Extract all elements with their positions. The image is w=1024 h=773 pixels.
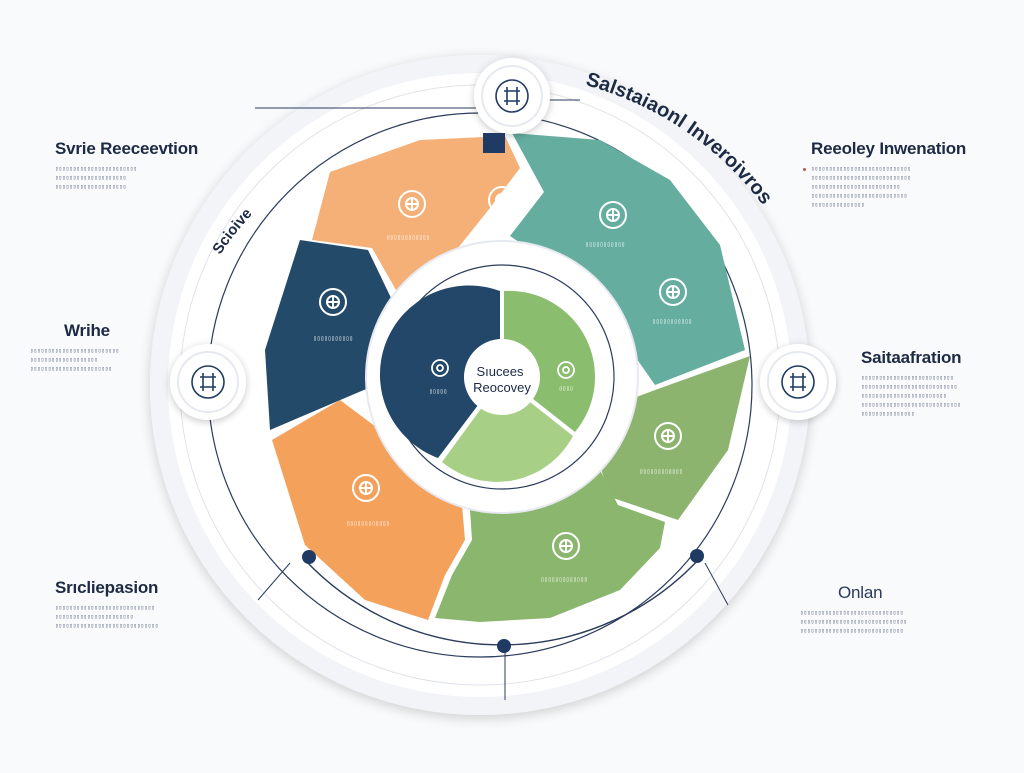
side-title: Onlan (838, 583, 883, 602)
segment-caption: ▯▯▯▯▯▯▯▯▯▯▯▯▯ (541, 576, 588, 583)
side-text: ▯▯▯▯▯▯▯▯▯▯▯▯▯▯▯▯▯▯▯▯▯▯▯▯▯▯ ▯▯▯▯▯▯▯▯▯▯▯▯▯… (861, 374, 961, 419)
side-text: ▯▯▯▯▯▯▯▯▯▯▯▯▯▯▯▯▯▯▯▯▯▯▯▯▯ ▯▯▯▯▯▯▯▯▯▯▯▯▯▯… (30, 347, 119, 374)
inner-caption: ▯▯▯▯▯ (429, 388, 447, 395)
inner-caption: ▯▯▯▯ (559, 385, 573, 392)
segment-caption: ▯▯▯▯▯▯▯▯▯▯▯▯ (386, 234, 429, 241)
node-right[interactable] (760, 344, 836, 420)
gear-icon (488, 186, 516, 214)
side-text-line: ▯▯▯▯▯▯▯▯▯▯▯▯▯▯▯▯▯▯▯▯▯▯▯▯▯▯▯▯▯ (800, 628, 904, 634)
ring-dots (302, 549, 704, 653)
side-title: Srıcliepasion (55, 578, 159, 597)
gear-icon (319, 288, 347, 316)
side-title: Reeoley Inwenation (811, 139, 967, 158)
side-text-line: ▯▯▯▯▯▯▯▯▯▯▯▯▯▯▯▯▯▯▯▯▯▯▯▯▯▯▯ (811, 193, 908, 199)
center-label-line-2: Reocovey (473, 380, 531, 395)
inner-ring (365, 240, 639, 514)
side-title: Saitaafration (861, 348, 962, 367)
side-block-bottom-left: Srıcliepasion ▯▯▯▯▯▯▯▯▯▯▯▯▯▯▯▯▯▯▯▯▯▯▯▯▯▯… (55, 578, 158, 631)
side-text-line: ▯▯▯▯▯▯▯▯▯▯▯▯▯▯▯▯▯▯▯▯▯▯ (55, 614, 134, 620)
side-block-mid-left: Wrihe ▯▯▯▯▯▯▯▯▯▯▯▯▯▯▯▯▯▯▯▯▯▯▯▯▯ ▯▯▯▯▯▯▯▯… (30, 321, 119, 374)
side-text: ▯▯▯▯▯▯▯▯▯▯▯▯▯▯▯▯▯▯▯▯▯▯▯▯▯▯▯▯ ▯▯▯▯▯▯▯▯▯▯▯… (802, 165, 966, 210)
gear-icon (398, 190, 426, 218)
segment-bottom-left-orange[interactable] (272, 400, 465, 620)
side-block-top-left: Svrie Reeceevtion ▯▯▯▯▯▯▯▯▯▯▯▯▯▯▯▯▯▯▯▯▯▯… (55, 139, 198, 192)
side-text-line: ▯▯▯▯▯▯▯▯▯▯▯▯▯▯▯▯▯▯▯▯▯▯▯ (30, 366, 113, 372)
segment-captions: ▯▯▯▯▯▯▯▯▯▯▯▯ ▯▯▯▯▯▯▯▯▯▯▯ ▯▯▯▯▯▯▯▯▯▯▯ ▯▯▯… (313, 234, 692, 583)
side-text-line: ▯▯▯▯▯▯▯▯▯▯▯▯▯▯▯ (861, 411, 915, 417)
side-text: ▯▯▯▯▯▯▯▯▯▯▯▯▯▯▯▯▯▯▯▯▯▯▯▯▯▯▯▯▯ ▯▯▯▯▯▯▯▯▯▯… (800, 609, 907, 636)
node-top[interactable] (474, 58, 550, 134)
node-left[interactable] (170, 344, 246, 420)
side-title: Svrie Reeceevtion (55, 139, 199, 158)
side-text-line: ▯▯▯▯▯▯▯▯▯▯▯▯▯▯▯▯▯▯▯▯▯▯▯▯▯▯▯▯▯ (55, 623, 159, 629)
gear-icon (557, 361, 575, 379)
ring-dot (690, 549, 704, 563)
segment-caption: ▯▯▯▯▯▯▯▯▯▯▯▯ (346, 520, 389, 527)
center-label: Sıucees Reocovey (473, 364, 531, 395)
segment-caption: ▯▯▯▯▯▯▯▯▯▯▯ (313, 335, 353, 342)
side-text-line: ▯▯▯▯▯▯▯▯▯▯▯▯▯▯▯▯▯▯▯▯▯▯▯▯▯▯▯▯▯▯ (800, 619, 908, 625)
side-text-line: ▯▯▯▯▯▯▯▯▯▯▯▯▯▯▯▯▯▯▯▯▯▯▯▯▯▯▯▯ (55, 605, 155, 611)
side-block-mid-right: Saitaafration ▯▯▯▯▯▯▯▯▯▯▯▯▯▯▯▯▯▯▯▯▯▯▯▯▯▯… (861, 348, 962, 419)
gear-icon (654, 422, 682, 450)
side-title: Wrihe (64, 321, 110, 340)
side-text-line: ▯▯▯▯▯▯▯▯▯▯▯▯▯▯▯▯▯▯▯▯▯▯▯▯ (861, 393, 947, 399)
side-text-line: ▯▯▯▯▯▯▯▯▯▯▯▯▯▯▯▯▯▯▯▯▯▯▯ (55, 166, 138, 172)
side-text-line: ▯▯▯▯▯▯▯▯▯▯▯▯▯▯▯▯▯▯▯▯ (55, 175, 127, 181)
side-text-line: ▯▯▯▯▯▯▯▯▯▯▯▯▯▯▯▯▯▯▯▯ (55, 184, 127, 190)
side-text: ▯▯▯▯▯▯▯▯▯▯▯▯▯▯▯▯▯▯▯▯▯▯▯▯▯▯▯▯ ▯▯▯▯▯▯▯▯▯▯▯… (55, 604, 158, 631)
inner-segment-lightgreen[interactable] (442, 380, 573, 482)
top-marker (483, 133, 505, 153)
side-text: ▯▯▯▯▯▯▯▯▯▯▯▯▯▯▯▯▯▯▯▯▯▯▯ ▯▯▯▯▯▯▯▯▯▯▯▯▯▯▯▯… (55, 165, 198, 192)
segment-caption: ▯▯▯▯▯▯▯▯▯▯▯ (652, 318, 692, 325)
side-text-line: ▯▯▯▯▯▯▯▯▯▯▯▯▯▯▯▯▯▯▯▯▯▯▯▯▯ (811, 184, 901, 190)
segment-caption: ▯▯▯▯▯▯▯▯▯▯▯▯ (639, 468, 682, 475)
inner-segment-green[interactable] (504, 290, 596, 432)
gear-icon (352, 474, 380, 502)
side-text-line: ▯▯▯▯▯▯▯▯▯▯▯▯▯▯▯▯▯▯▯▯▯▯▯▯▯▯▯ (861, 384, 958, 390)
center-label-line-1: Sıucees (477, 364, 524, 379)
nodes (170, 58, 836, 420)
gear-icon (599, 201, 627, 229)
side-text-line: ▯▯▯▯▯▯▯▯▯▯▯▯▯▯▯ (811, 202, 865, 208)
segment-caption: ▯▯▯▯▯▯▯▯▯▯▯ (585, 241, 625, 248)
side-text-line: ▯▯▯▯▯▯▯▯▯▯▯▯▯▯▯▯▯▯▯ (30, 357, 98, 363)
network-icon (495, 79, 529, 113)
inner-captions: ▯▯▯▯▯ ▯▯▯▯ (429, 385, 573, 395)
gear-icon (431, 359, 449, 377)
side-text-line: ▯▯▯▯▯▯▯▯▯▯▯▯▯▯▯▯▯▯▯▯▯▯▯▯▯▯▯▯ (861, 402, 961, 408)
segment-icons (319, 186, 687, 560)
side-text-line: ▯▯▯▯▯▯▯▯▯▯▯▯▯▯▯▯▯▯▯▯▯▯▯▯▯▯▯▯ (811, 166, 911, 172)
network-icon (781, 365, 815, 399)
segment-left-navy[interactable] (265, 240, 392, 430)
side-text-line: ▯▯▯▯▯▯▯▯▯▯▯▯▯▯▯▯▯▯▯▯▯▯▯▯▯▯ (861, 375, 954, 381)
segment-right-green[interactable] (590, 356, 750, 520)
side-text-line: ▯▯▯▯▯▯▯▯▯▯▯▯▯▯▯▯▯▯▯▯▯▯▯▯▯▯▯▯▯ (800, 610, 904, 616)
side-block-bottom-right: Onlan ▯▯▯▯▯▯▯▯▯▯▯▯▯▯▯▯▯▯▯▯▯▯▯▯▯▯▯▯▯ ▯▯▯▯… (800, 583, 907, 636)
ring-dot (497, 639, 511, 653)
side-block-top-right: Reeoley Inwenation ▯▯▯▯▯▯▯▯▯▯▯▯▯▯▯▯▯▯▯▯▯… (802, 139, 967, 210)
network-icon (191, 365, 225, 399)
segment-top-right-teal[interactable] (510, 133, 745, 385)
gear-icon (659, 278, 687, 306)
gear-icon (552, 532, 580, 560)
side-text-line: ▯▯▯▯▯▯▯▯▯▯▯▯▯▯▯▯▯▯▯▯▯▯▯▯▯ (30, 348, 120, 354)
inner-icons (431, 359, 575, 379)
side-text-line: ▯▯▯▯▯▯▯▯▯▯▯▯▯▯▯▯▯▯▯▯▯▯▯▯▯▯▯▯ (811, 175, 911, 181)
ring-dot (302, 550, 316, 564)
